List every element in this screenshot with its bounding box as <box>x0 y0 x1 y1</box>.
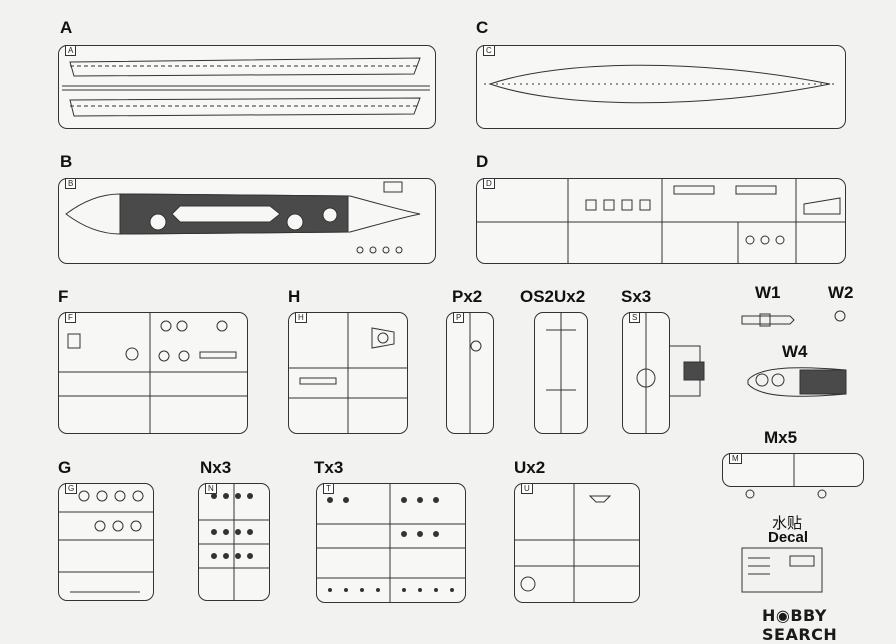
label-sprue-f: F <box>58 287 69 306</box>
label-sprue-w1: W1 <box>755 283 781 302</box>
label-sprue-t: Tx3 <box>314 458 344 477</box>
watermark: H◉BBY SEARCH <box>762 606 896 644</box>
label-sprue-s: Sx3 <box>621 287 652 306</box>
sprue-f: F <box>58 312 248 434</box>
label-sprue-g: G <box>58 458 72 477</box>
label-sprue-n: Nx3 <box>200 458 232 477</box>
watermark-logo-icon: ◉ <box>775 606 791 625</box>
sprue-c: C <box>476 45 846 129</box>
decal-label: Decal <box>768 529 809 546</box>
label-sprue-os: OS2Ux2 <box>520 287 586 306</box>
label-sprue-w2: W2 <box>828 283 854 302</box>
label-sprue-c: C <box>476 18 489 37</box>
sprue-t: T <box>316 483 466 603</box>
sprue-g: G <box>58 483 154 601</box>
label-sprue-w4: W4 <box>782 342 808 361</box>
label-sprue-h: H <box>288 287 301 306</box>
sprue-m: M <box>722 453 864 487</box>
watermark-brand: H <box>762 606 776 625</box>
label-sprue-b: B <box>60 152 73 171</box>
label-sprue-p: Px2 <box>452 287 483 306</box>
label-sprue-a: A <box>60 18 73 37</box>
label-sprue-d: D <box>476 152 489 171</box>
sprue-d: D <box>476 178 846 264</box>
decal-label-chinese: 水贴 <box>772 515 803 532</box>
label-sprue-m: Mx5 <box>764 428 798 447</box>
label-sprue-u: Ux2 <box>514 458 546 477</box>
